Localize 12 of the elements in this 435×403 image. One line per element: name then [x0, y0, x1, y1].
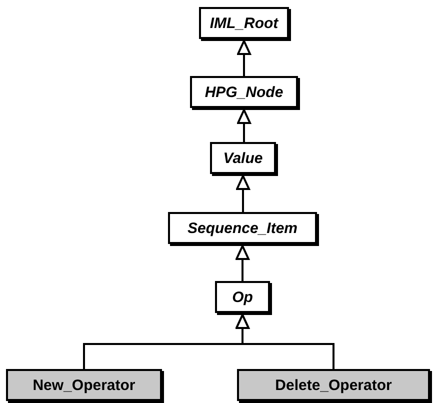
inheritance-arrow	[236, 314, 334, 369]
inheritance-arrow	[237, 40, 251, 76]
class-box: New_Operator	[6, 369, 162, 401]
inheritance-arrow	[236, 175, 250, 212]
class-box: Delete_Operator	[237, 369, 430, 401]
abstract-class-box: Op	[215, 281, 270, 313]
abstract-class-box: HPG_Node	[190, 76, 298, 108]
abstract-class-box: IML_Root	[199, 7, 289, 39]
abstract-class-box: Value	[210, 142, 276, 174]
abstract-class-box: Sequence_Item	[168, 212, 317, 244]
inheritance-arrow	[237, 109, 251, 142]
inheritance-arrow	[236, 245, 250, 281]
